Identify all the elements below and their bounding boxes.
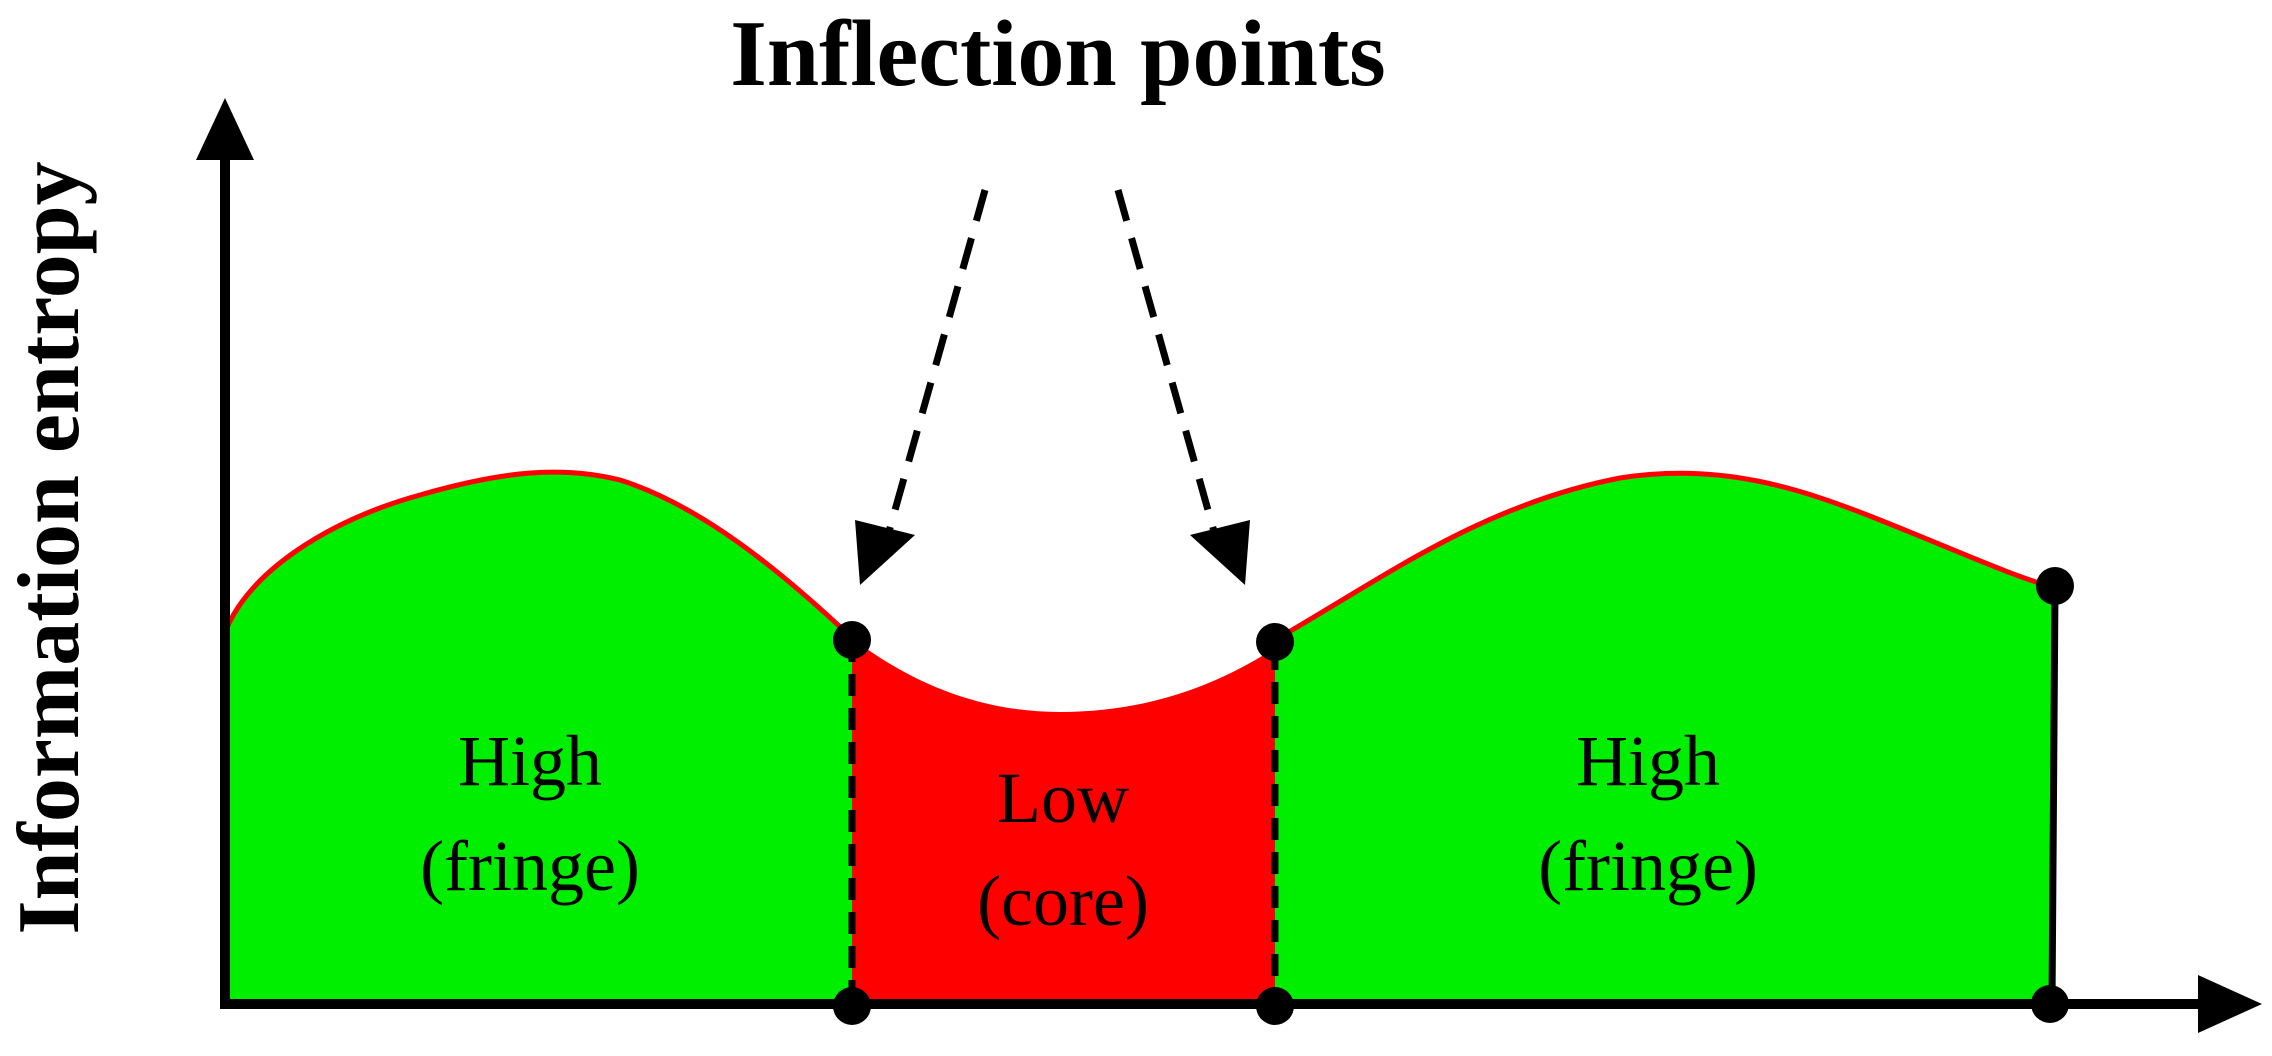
y-axis-label: Information entropy [1, 161, 98, 934]
left-inflection-dashed-arrow [884, 189, 989, 536]
right-region-label-line1: High [1576, 721, 1720, 801]
x-axis-arrowhead [2198, 975, 2262, 1033]
high-fringe-region-right [1275, 473, 2055, 1004]
middle-region-label-line2: (core) [977, 861, 1149, 941]
diagram-title: Inflection points [730, 2, 1385, 106]
axis-point-right [2031, 985, 2069, 1023]
inflection-point-left [833, 621, 871, 659]
right-region-label-line2: (fringe) [1538, 826, 1758, 906]
axis-point-left [833, 987, 871, 1025]
right-edge-line [2048, 587, 2059, 1005]
right-inflection-dashed-arrow [1114, 189, 1219, 536]
low-core-region [852, 638, 1275, 1004]
axis-point-middle [1256, 987, 1294, 1025]
curve-end-point [2036, 567, 2074, 605]
left-region-label-line1: High [458, 721, 602, 801]
left-inflection-arrowhead [855, 520, 915, 585]
right-inflection-arrowhead [1190, 520, 1250, 585]
entropy-curve [222, 469, 2056, 643]
inflection-point-right [1256, 623, 1294, 661]
middle-region-label-line1: Low [997, 758, 1129, 838]
left-region-label-line2: (fringe) [420, 826, 640, 906]
high-fringe-region-left [225, 472, 852, 1005]
y-axis-arrowhead [196, 98, 254, 160]
